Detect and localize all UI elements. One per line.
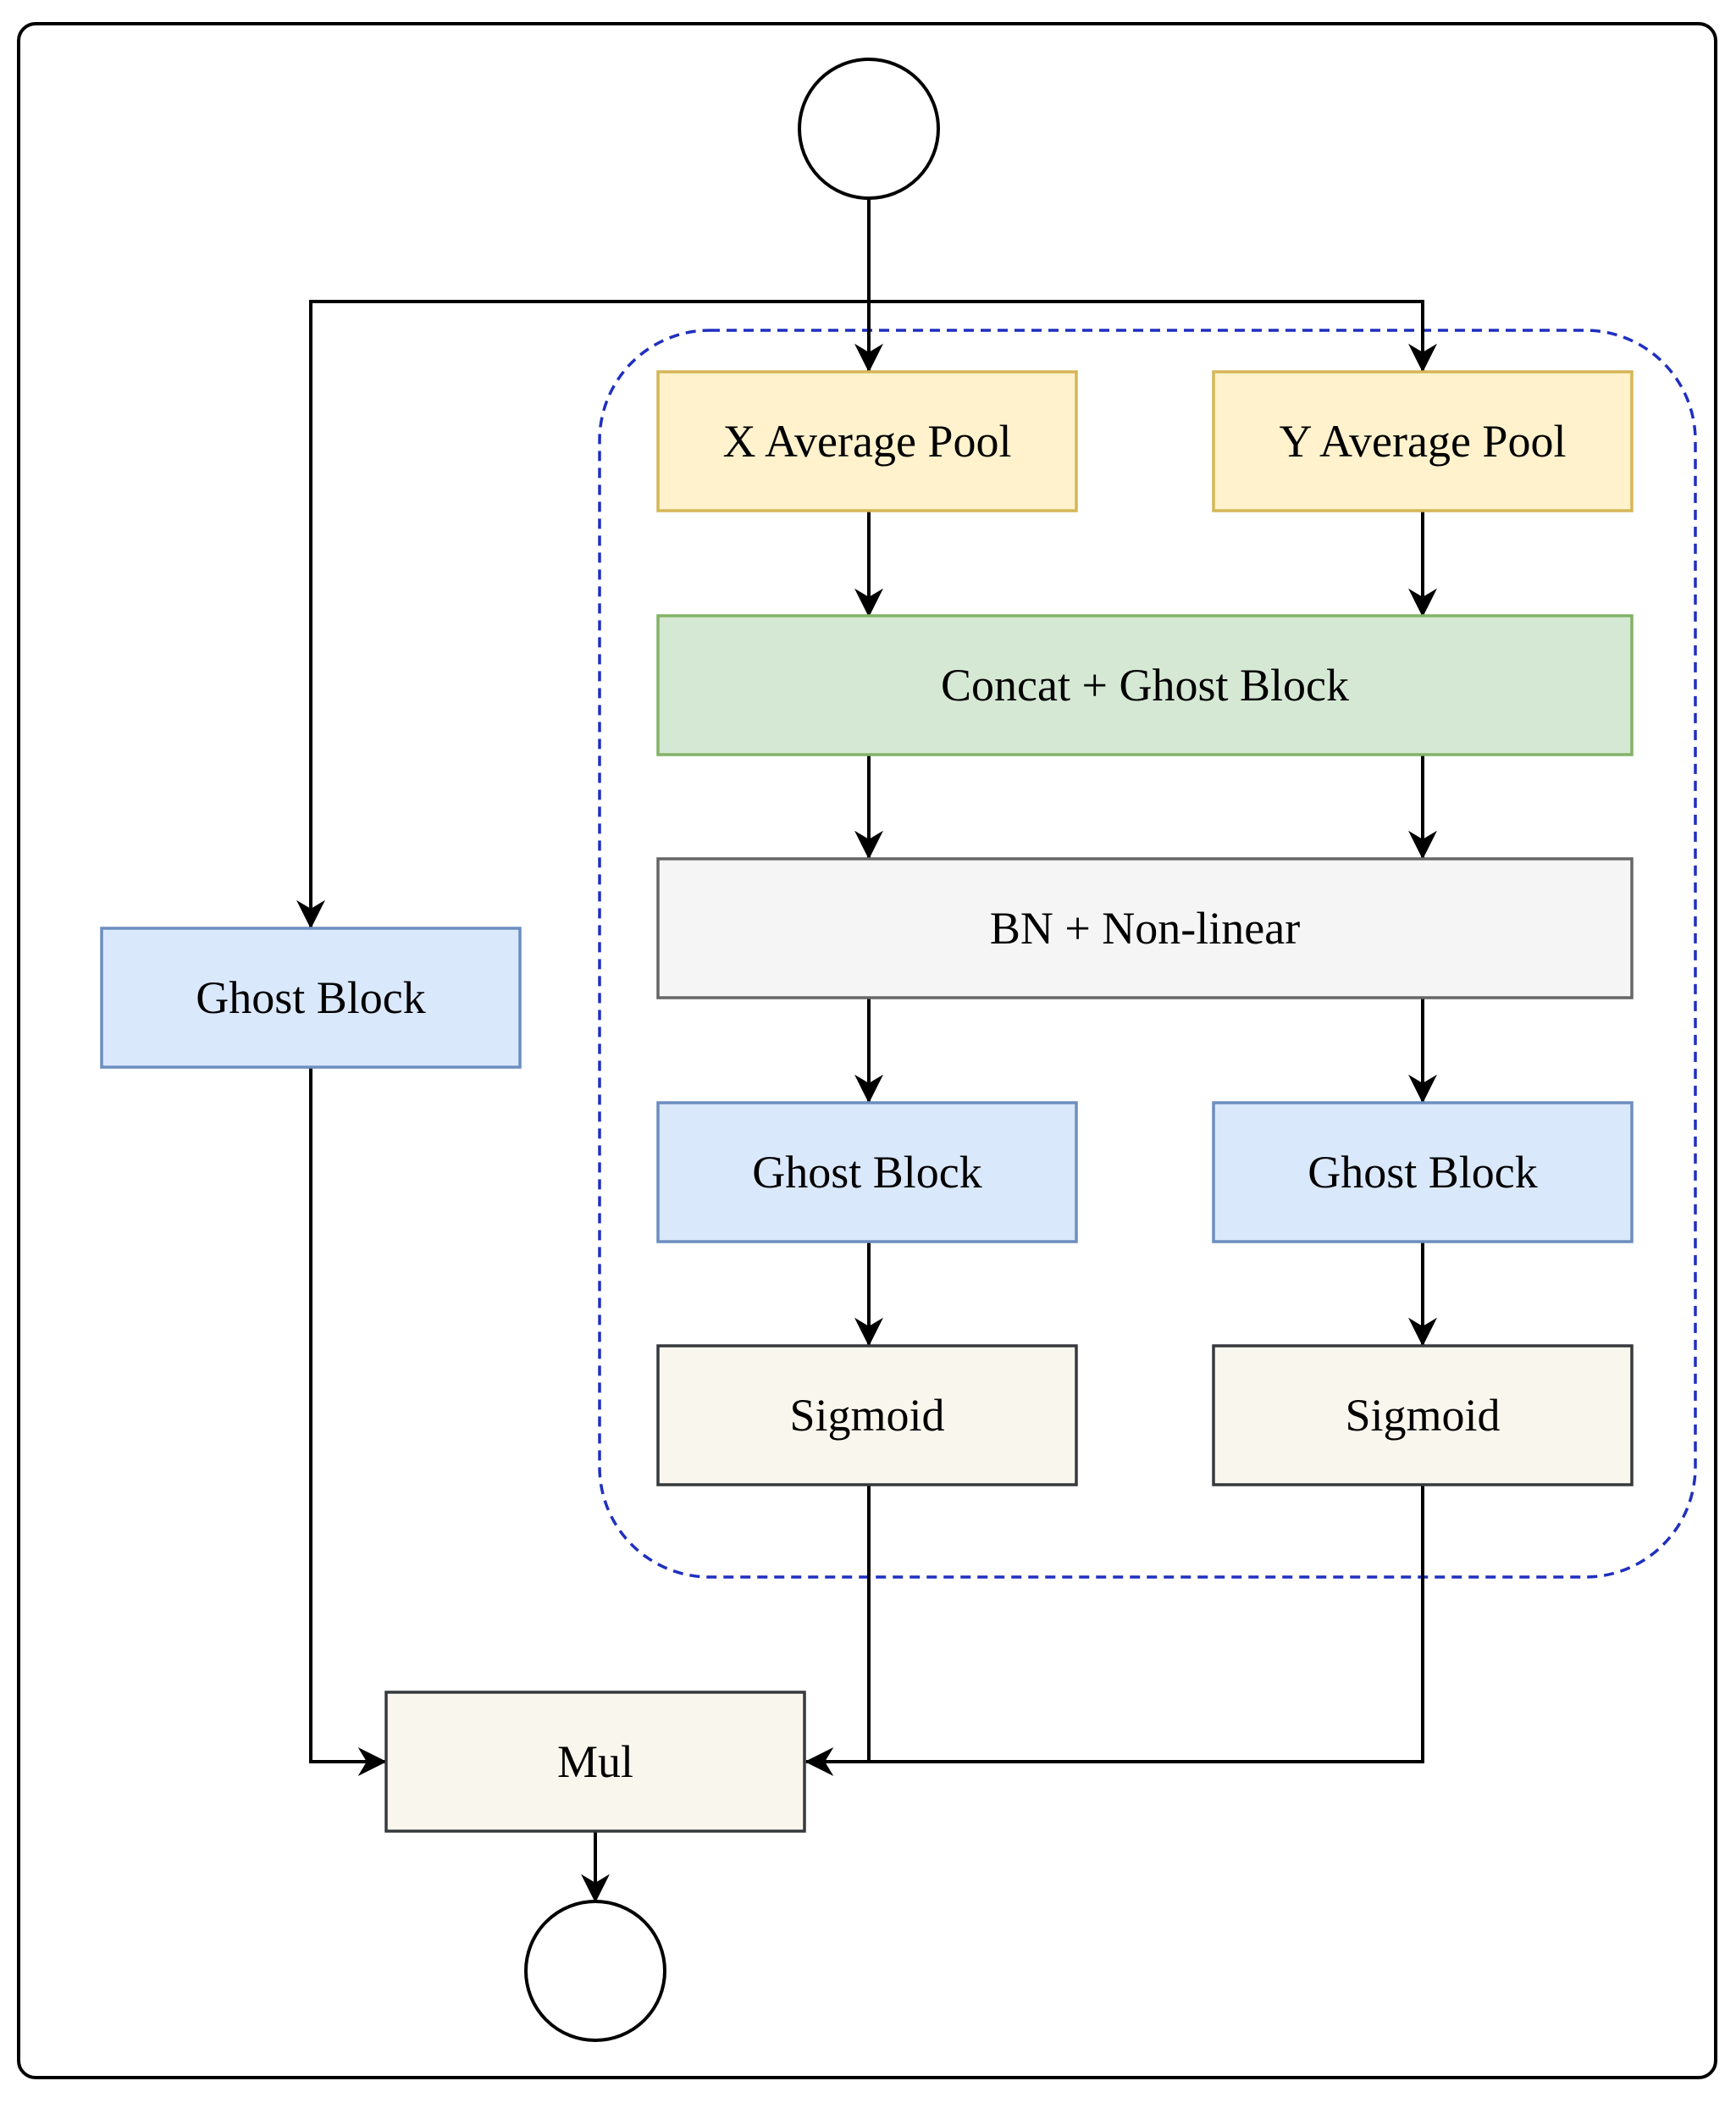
concat-ghost-block-label: Concat + Ghost Block [941, 660, 1349, 711]
x-average-pool-node: X Average Pool [656, 370, 1078, 512]
bn-nonlinear-label: BN + Non-linear [990, 903, 1300, 954]
edge-split-to-ghost-skip [296, 300, 869, 929]
mul-label: Mul [557, 1736, 633, 1787]
concat-ghost-block-node: Concat + Ghost Block [656, 614, 1634, 756]
mul-node: Mul [384, 1691, 806, 1833]
ghost-block-x-label: Ghost Block [752, 1147, 982, 1198]
ghost-block-skip-label: Ghost Block [196, 972, 426, 1023]
sigmoid-y-label: Sigmoid [1345, 1390, 1500, 1441]
bn-nonlinear-node: BN + Non-linear [656, 857, 1634, 999]
x-average-pool-label: X Average Pool [723, 416, 1012, 467]
edge-split-to-y-pool [869, 300, 1437, 373]
sigmoid-x-node: Sigmoid [656, 1344, 1078, 1486]
sigmoid-y-node: Sigmoid [1212, 1344, 1634, 1486]
edge-ghost-skip-to-mul [309, 1067, 387, 1776]
y-average-pool-node: Y Average Pool [1212, 370, 1634, 512]
attention-group-boundary [598, 329, 1697, 1579]
ghost-block-y-node: Ghost Block [1212, 1101, 1634, 1243]
ghost-block-skip-node: Ghost Block [100, 927, 522, 1069]
ghost-block-y-label: Ghost Block [1308, 1147, 1538, 1198]
input-node [798, 58, 940, 200]
y-average-pool-label: Y Average Pool [1280, 416, 1567, 467]
output-node [524, 1900, 666, 2042]
edge-sigmoid-y-to-mul [804, 1485, 1424, 1776]
sigmoid-x-label: Sigmoid [789, 1390, 944, 1441]
connectors [296, 198, 1437, 1903]
ghost-block-x-node: Ghost Block [656, 1101, 1078, 1243]
